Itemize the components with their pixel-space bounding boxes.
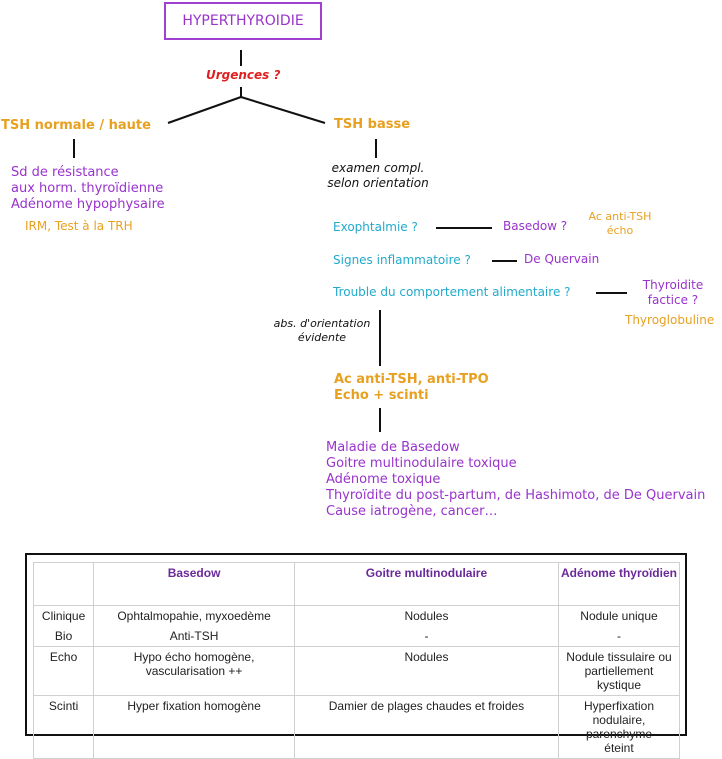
result-basedow: Basedow ?	[503, 219, 568, 233]
question-comportement: Trouble du comportement alimentaire ?	[333, 285, 571, 299]
basedow-test: Ac anti-TSH	[588, 210, 652, 223]
title-box: HYPERTHYROIDIE	[164, 2, 322, 40]
table-cell: -	[293, 626, 559, 647]
connector-lines	[73, 50, 627, 432]
table-cell: Damier de plages chaudes et froides	[293, 695, 559, 759]
table-row: Echo Hypo écho homogène, vascularisation…	[32, 646, 681, 696]
left-tests: IRM, Test à la TRH	[25, 219, 133, 233]
table-row: Clinique Ophtalmopahie, myxoedème Nodule…	[32, 605, 681, 626]
exam-line: selon orientation	[327, 176, 429, 190]
table-row-header: Clinique	[32, 605, 95, 626]
left-causes: Sd de résistance aux horm. thyroïdienne …	[11, 165, 165, 213]
comparison-table: Basedow Goitre multinodulaire Adénome th…	[32, 562, 681, 759]
no-orientation-line: abs. d'orientation	[273, 317, 371, 330]
table-cell: -	[557, 626, 681, 647]
table-cell: Anti-TSH	[93, 626, 295, 647]
table-row-header: Echo	[32, 646, 95, 696]
left-cause: Sd de résistance	[11, 165, 119, 180]
exam-label: examen compl. selon orientation	[322, 161, 434, 191]
exam-line: examen compl.	[331, 161, 425, 175]
no-orientation-line: évidente	[297, 331, 347, 344]
table-cell: Nodule unique	[557, 605, 681, 626]
right-tests: Ac anti-TSH, anti-TPO Echo + scinti	[334, 372, 489, 404]
table-cell: Hyperfixation nodulaire, parenchyme étei…	[557, 695, 681, 759]
table-header-cell	[32, 562, 95, 606]
thyroidite-factice-line: Thyroidite	[642, 278, 704, 292]
diagnosis-item: Thyroïdite du post-partum, de Hashimoto,…	[326, 488, 706, 503]
diagnosis-item: Cause iatrogène, cancer…	[326, 504, 498, 519]
table-header-cell: Goitre multinodulaire	[293, 562, 559, 606]
comparison-table-frame: Basedow Goitre multinodulaire Adénome th…	[25, 553, 687, 759]
table-header-row: Basedow Goitre multinodulaire Adénome th…	[32, 562, 681, 606]
table-header-cell: Adénome thyroïdien	[557, 562, 681, 606]
table-header-cell: Basedow	[93, 562, 295, 606]
basedow-test: écho	[606, 224, 634, 237]
tsh-normale-label: TSH normale / haute	[1, 118, 151, 133]
result-de-quervain: De Quervain	[524, 252, 600, 266]
table-cell: Hyper fixation homogène	[93, 695, 295, 759]
right-test: Echo + scinti	[334, 388, 429, 403]
table-row: Bio Anti-TSH - -	[32, 626, 681, 647]
title: HYPERTHYROIDIE	[182, 13, 304, 29]
table-row: Scinti Hyper fixation homogène Damier de…	[32, 695, 681, 759]
diagnosis-item: Maladie de Basedow	[326, 440, 460, 455]
table-cell: Hypo écho homogène, vascularisation ++	[93, 646, 295, 696]
table-cell: Ophtalmopahie, myxoedème	[93, 605, 295, 626]
table-cell: Nodules	[293, 646, 559, 696]
left-cause: Adénome hypophysaire	[11, 197, 165, 212]
thyroglobuline-test: Thyroglobuline	[625, 313, 715, 327]
basedow-tests: Ac anti-TSH écho	[581, 210, 659, 238]
question-exophtalmie: Exophtalmie ?	[333, 220, 418, 234]
question-inflammatoire: Signes inflammatoire ?	[333, 253, 471, 267]
table-cell: Nodule tissulaire ou partiellement kysti…	[557, 646, 681, 696]
thyroidite-factice-line: factice ?	[647, 293, 699, 307]
table-row-header: Bio	[32, 626, 95, 647]
right-test: Ac anti-TSH, anti-TPO	[334, 372, 489, 387]
table-cell: Nodules	[293, 605, 559, 626]
no-orientation-label: abs. d'orientation évidente	[268, 317, 376, 345]
left-cause: aux horm. thyroïdienne	[11, 181, 164, 196]
diagnoses-list: Maladie de Basedow Goitre multinodulaire…	[326, 440, 705, 520]
diagnosis-item: Adénome toxique	[326, 472, 441, 487]
result-thyroidite-factice: Thyroidite factice ?	[632, 278, 714, 308]
tsh-basse-label: TSH basse	[334, 117, 411, 132]
urgences-label: Urgences ?	[206, 68, 281, 82]
diagnosis-item: Goitre multinodulaire toxique	[326, 456, 517, 471]
table-row-header: Scinti	[32, 695, 95, 759]
